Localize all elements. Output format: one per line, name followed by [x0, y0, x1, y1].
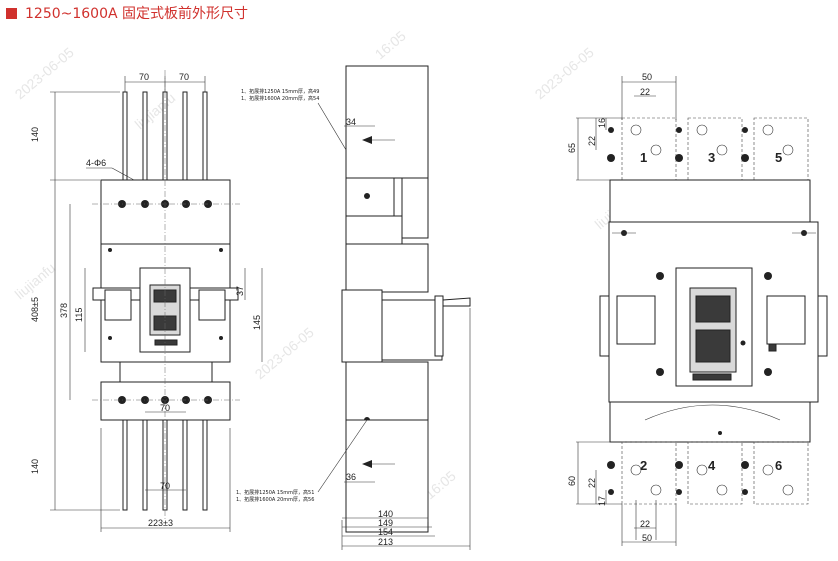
dim-bottom-70-mid: 70 [160, 403, 170, 413]
pole-1: 1 [640, 150, 647, 165]
dim-handle-travel: 37 [235, 286, 245, 296]
terminal-view: 50 22 65 22 16 1 3 5 [567, 72, 828, 546]
dim-busbar-top: 34 [346, 117, 356, 127]
title-bar: 1250~1600A 固定式板前外形尺寸 [6, 4, 248, 22]
pole-6: 6 [775, 458, 782, 473]
dim-depth-149: 149 [378, 518, 393, 528]
dim-bottom-70: 70 [160, 481, 170, 491]
watermark-3: 16:05 [372, 27, 409, 62]
dim-bot-hole: 22 [640, 519, 650, 529]
front-view: 70 70 140 4-Φ6 [30, 70, 263, 532]
dim-window-height: 115 [74, 308, 84, 322]
side-view: 1、拓展排1250A 15mm厚，高49 1、拓展排1600A 20mm厚，高5… [236, 65, 471, 550]
title-square-icon [6, 7, 17, 19]
pole-5: 5 [775, 150, 782, 165]
pole-3: 3 [708, 150, 715, 165]
dim-mounting-height: 378 [59, 303, 69, 318]
dim-depth-154: 154 [378, 527, 393, 537]
page-title: 1250~1600A 固定式板前外形尺寸 [25, 6, 249, 22]
note-bottom-2: 1、拓展排1600A 20mm厚，高56 [236, 496, 314, 503]
dim-handle-zone: 145 [252, 315, 262, 330]
dim-holes: 4-Φ6 [86, 158, 106, 168]
watermark-7: 2023-06-05 [252, 324, 317, 382]
dim-top-70b: 70 [179, 72, 189, 82]
note-top-1: 1、拓展排1250A 15mm厚，高49 [241, 88, 319, 95]
dim-terminal-top: 140 [30, 127, 40, 142]
watermark-4: 2023-06-05 [532, 44, 597, 102]
watermark-2: liujianfu [132, 90, 179, 133]
watermark-1: 2023-06-05 [12, 44, 77, 102]
dim-depth-140: 140 [378, 509, 393, 519]
dim-top-70a: 70 [139, 72, 149, 82]
dim-top-v1: 16 [597, 118, 607, 128]
dim-bot-v1: 22 [587, 478, 597, 488]
dim-bot-pitch: 50 [642, 533, 652, 543]
dim-depth-213: 213 [378, 537, 393, 547]
dim-terminal-bottom: 140 [30, 459, 40, 474]
dim-bot-v2: 17 [597, 496, 607, 506]
dim-overall-height: 408±5 [30, 297, 40, 322]
dim-top-v2: 22 [587, 136, 597, 146]
dim-top-pitch: 50 [642, 72, 652, 82]
watermark-6: liujianfu [12, 260, 59, 303]
upper-terminal-block [100, 179, 231, 245]
dim-busbar-bottom: 36 [346, 472, 356, 482]
dim-bot-h: 60 [567, 476, 577, 486]
note-bottom-1: 1、拓展排1250A 15mm厚，高51 [236, 489, 314, 496]
dim-top-hole: 22 [640, 87, 650, 97]
dim-overall-width: 223±3 [148, 518, 173, 528]
pole-4: 4 [708, 458, 716, 473]
pole-2: 2 [640, 458, 647, 473]
note-top-2: 1、拓展排1600A 20mm厚，高54 [241, 95, 319, 102]
dim-top-h: 65 [567, 143, 577, 153]
